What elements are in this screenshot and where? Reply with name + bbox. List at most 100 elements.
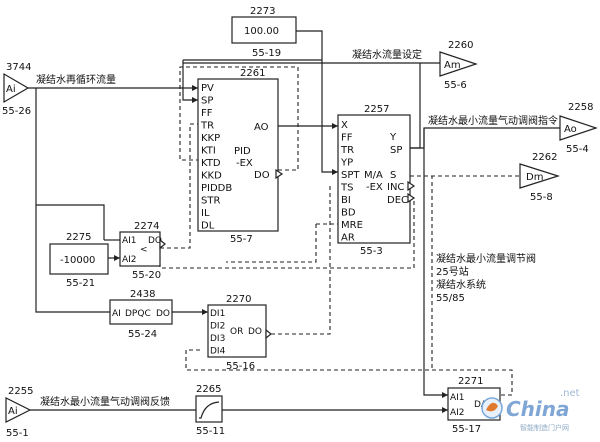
terminal-2255-shape <box>5 397 32 423</box>
block-2274: 2274 AI1 AI2 < DO 55-20 <box>119 221 166 281</box>
port-label: DL <box>201 221 215 232</box>
block-2275: 2275 -10000 55-21 <box>49 232 109 289</box>
block-2271-number: 2271 <box>458 376 483 387</box>
port-label: IL <box>201 208 210 219</box>
terminal-2258-number: 2258 <box>568 102 593 113</box>
block-2271-out: DA <box>474 400 488 410</box>
terminal-3744-number: 3744 <box>6 62 31 73</box>
block-2261-out-do: DO <box>254 170 270 181</box>
block-2438-number: 2438 <box>130 289 155 300</box>
terminal-2260-tag: 55-6 <box>444 80 467 91</box>
terminal-3744-tag: 55-26 <box>2 106 31 117</box>
block-2271-tag: 55-17 <box>452 424 481 435</box>
terminal-2260-number: 2260 <box>448 40 473 51</box>
terminal-3744-type: Ai <box>6 84 16 95</box>
port-label: DI4 <box>210 347 226 357</box>
port-label: BI <box>341 195 351 206</box>
port-label: PV <box>201 83 214 94</box>
block-2274-do-marker <box>159 238 166 250</box>
watermark-swirl-icon <box>486 402 498 412</box>
block-2265: 2265 55-11 <box>195 384 225 437</box>
block-2273-frame <box>231 16 297 44</box>
block-2257-inc-marker <box>407 180 416 192</box>
block-2274-center: < <box>140 245 148 255</box>
block-2273-tag: 55-19 <box>252 48 281 59</box>
block-2261-center2: -EX <box>236 158 253 169</box>
port-label: DI3 <box>210 334 225 344</box>
block-2270-center: OR <box>230 327 243 337</box>
terminal-2260-type: Am <box>444 60 461 71</box>
block-2261-center1: PID <box>234 146 251 157</box>
block-2261-number: 2261 <box>240 68 265 79</box>
terminal-3744-shape <box>3 72 30 104</box>
block-2257-dec-marker <box>407 192 416 204</box>
block-2275-frame <box>49 243 109 275</box>
block-2271-in2: AI2 <box>450 408 465 418</box>
port-label: TS <box>340 183 353 194</box>
china-watermark: .net China 智能制造门户网 <box>481 388 580 432</box>
terminal-2255-number: 2255 <box>8 386 33 397</box>
block-2274-tag: 55-20 <box>132 270 161 281</box>
terminal-2260-shape <box>439 51 478 77</box>
port-label: DEC <box>387 195 408 206</box>
port-label: Y <box>389 132 397 143</box>
block-2274-in1: AI1 <box>122 236 137 246</box>
block-2270-frame <box>207 304 267 358</box>
port-label: TR <box>200 121 214 132</box>
terminal-2255: 2255 Ai 55-1 <box>5 386 33 439</box>
terminal-2258-tag: 55-4 <box>566 144 589 155</box>
port-label: KTD <box>201 158 221 169</box>
block-2270-out: DO <box>248 327 262 337</box>
terminal-2262-type: Dm <box>526 172 543 183</box>
terminal-2262: 2262 Dm 55-8 <box>519 152 560 203</box>
block-2265-tag: 55-11 <box>196 426 225 437</box>
terminal-2258-shape <box>559 115 598 141</box>
terminal-3744: 3744 Ai 55-26 <box>2 62 31 117</box>
block-2271-in1: AI1 <box>450 393 465 403</box>
port-label: DI1 <box>210 309 225 319</box>
block-2438-frame <box>109 299 173 325</box>
port-label: X <box>341 120 348 131</box>
terminal-2260: 2260 Am 55-6 <box>439 40 478 91</box>
block-2261-do-marker <box>275 168 284 180</box>
block-2274-in2: AI2 <box>122 255 137 265</box>
block-2261-out-ao: AO <box>254 122 269 133</box>
terminal-2262-tag: 55-8 <box>530 192 553 203</box>
watermark-brand: China <box>506 397 570 421</box>
port-label: FF <box>201 108 213 119</box>
label-min-flow-cmd: 凝结水最小流量气动调阀指令 <box>428 114 558 127</box>
block-2438-tag: 55-24 <box>128 329 157 340</box>
block-2274-number: 2274 <box>134 221 159 232</box>
block-2274-frame <box>119 231 161 267</box>
valve-note-2: 25号站 <box>436 265 469 278</box>
label-setpoint: 凝结水流量设定 <box>352 48 422 61</box>
terminal-2255-tag: 55-1 <box>6 428 29 439</box>
valve-note-1: 凝结水最小流量调节阀 <box>436 252 536 265</box>
port-label: TR <box>340 145 354 156</box>
block-2257-tag: 55-3 <box>360 246 383 257</box>
block-2275-tag: 55-21 <box>66 278 95 289</box>
block-2275-value: -10000 <box>60 255 95 266</box>
block-2438-right: DO <box>156 309 170 319</box>
port-label: BD <box>341 208 356 219</box>
block-2257-center2: -EX <box>366 182 383 193</box>
port-label: KTI <box>201 146 216 157</box>
lag-curve-icon <box>199 401 220 419</box>
port-label: KKP <box>201 133 220 144</box>
block-2270-do-marker <box>265 328 272 340</box>
label-feedback: 凝结水最小流量气动调阀反馈 <box>40 395 170 408</box>
port-label: DI2 <box>210 322 225 332</box>
port-label: FF <box>341 133 353 144</box>
block-2270-tag: 55-16 <box>226 361 255 372</box>
port-label: STR <box>201 196 220 207</box>
terminal-2258-type: Ao <box>564 124 577 135</box>
block-2270-number: 2270 <box>226 294 251 305</box>
valve-note-4: 55/85 <box>436 293 465 304</box>
block-2438-left: AI <box>112 309 121 319</box>
watermark-net: .net <box>560 388 580 399</box>
label-recirc-flow: 凝结水再循环流量 <box>36 73 116 86</box>
port-label: YP <box>340 158 353 169</box>
